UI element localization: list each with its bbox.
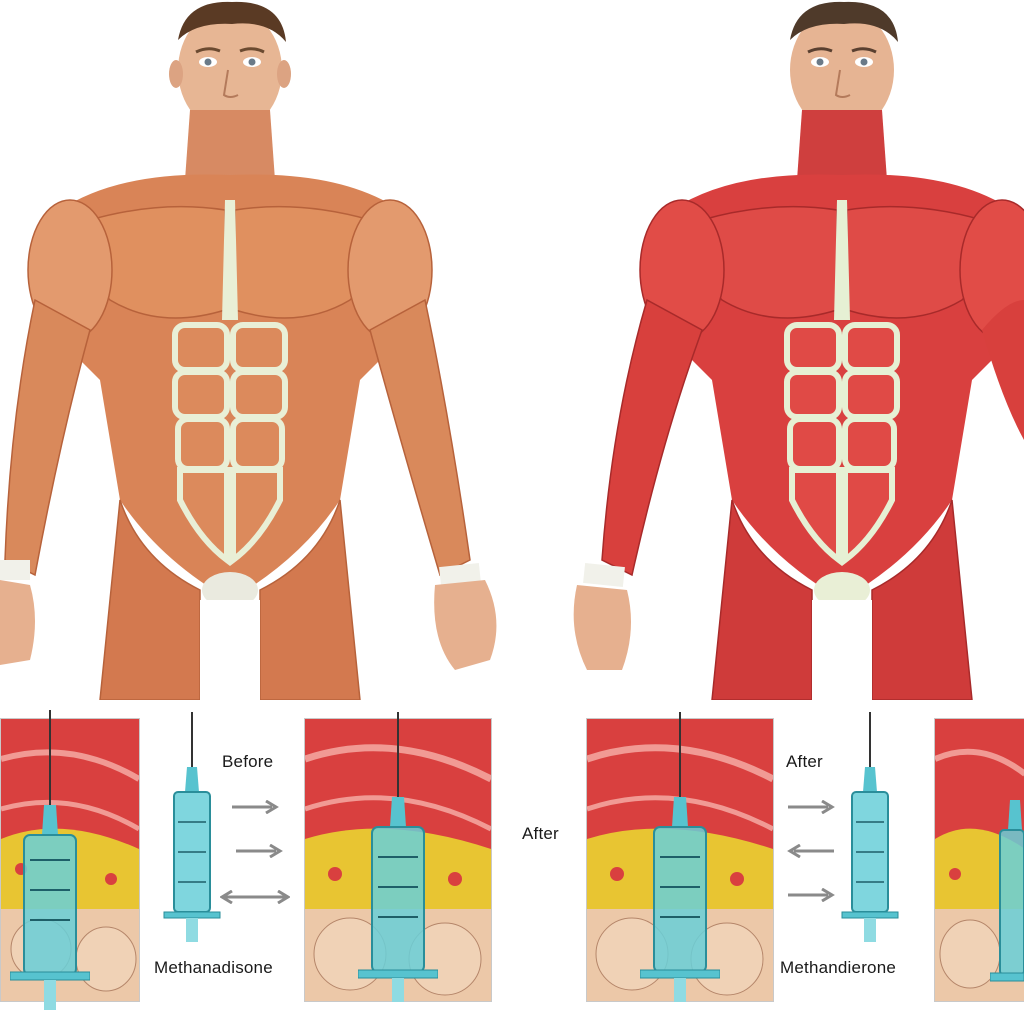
arrow-icon xyxy=(787,844,834,858)
drug-label-right: Methandierone xyxy=(780,958,897,977)
arrow-icon xyxy=(788,800,835,814)
drug-label-left: Methanadisone xyxy=(154,958,273,977)
syringe-icon xyxy=(10,710,90,1010)
before-label: Before xyxy=(222,752,274,771)
arrow-icon xyxy=(220,890,290,904)
arrow-icon xyxy=(788,888,835,902)
arrow-icon xyxy=(232,800,279,814)
arrow-icon xyxy=(236,844,283,858)
before-anatomy-figure xyxy=(0,1,497,700)
after-label-top: After xyxy=(786,752,823,771)
after-label-left: After xyxy=(522,824,559,843)
syringe-icon xyxy=(163,712,221,942)
syringe-icon xyxy=(990,800,1024,982)
syringe-icon xyxy=(841,712,899,942)
after-anatomy-figure xyxy=(573,1,1024,700)
syringe-icon xyxy=(640,712,720,1002)
syringe-icon xyxy=(358,712,438,1002)
